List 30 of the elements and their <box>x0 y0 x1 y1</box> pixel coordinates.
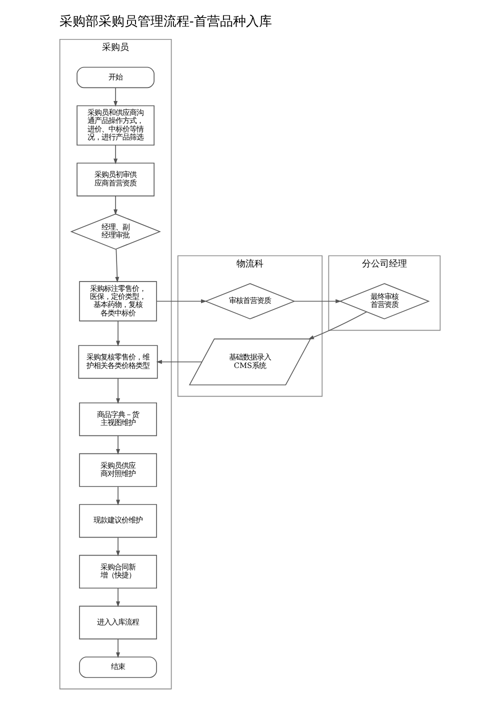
arrow <box>156 299 207 304</box>
arrow <box>114 144 118 164</box>
arrow <box>116 486 120 506</box>
arrow <box>156 360 202 364</box>
node-box: 商品字典－货主视图维护 <box>79 402 157 436</box>
arrow <box>116 320 120 347</box>
node-box: 采购员初审供应商首营资质 <box>76 162 154 196</box>
arrow <box>116 378 120 404</box>
node-box: 现款建议价维护 <box>79 504 157 538</box>
arrow <box>115 248 120 283</box>
arrow <box>114 87 118 107</box>
arrow <box>116 436 120 455</box>
arrow <box>116 588 120 608</box>
node-box: 采购员和供应商沟通产品操作方式，进价、中标价等情况，进行产品筛选 <box>76 105 154 146</box>
node-box: 采购合同新增（快捷） <box>79 554 157 589</box>
arrow <box>114 196 118 216</box>
arrow <box>308 311 368 340</box>
node-diamond: 审核首营资质 <box>204 283 296 320</box>
node-box: 采购员供应商对照维护 <box>79 453 157 487</box>
node-diamond: 经理、副经理审批 <box>70 214 161 250</box>
node-box: 采购复核零售价，维护相关各类价格类型 <box>78 345 158 379</box>
node-box: 开始 <box>76 66 154 88</box>
arrow <box>116 537 120 556</box>
node-box: 采购标注零售价，医保，定价类型，基本药物，复核各类中标价 <box>79 281 157 322</box>
node-box: 进入入库流程 <box>79 606 157 640</box>
node-box: 结束 <box>79 656 157 678</box>
arrow <box>116 638 120 658</box>
diagram-title: 采购部采购员管理流程-首营品种入库 <box>59 14 272 30</box>
node-diamond: 最终审核首营资质 <box>339 283 430 320</box>
arrow <box>294 299 342 304</box>
